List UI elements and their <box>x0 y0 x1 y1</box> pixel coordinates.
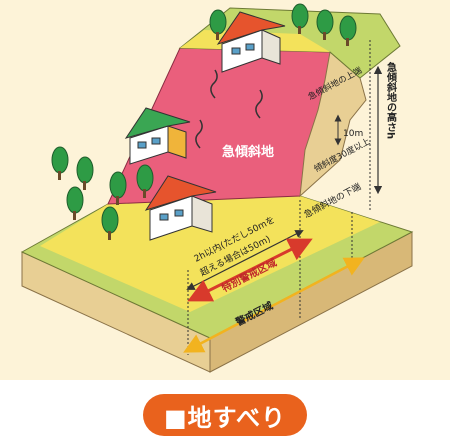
crack-line <box>210 69 218 99</box>
caption-badge: ■地すべり <box>143 394 307 436</box>
crack-line <box>195 119 203 149</box>
slope-diagram: 急傾斜地 急傾斜地の上端 急傾斜地の高さh 10m 傾斜度30度以上 急傾斜地の… <box>0 0 450 380</box>
house-middle <box>124 107 191 165</box>
height-value: 10m <box>343 129 363 139</box>
caption-text: ■地すべり <box>164 403 286 432</box>
house-lower <box>144 175 217 241</box>
house-upper <box>216 11 286 73</box>
height-label: 急傾斜地の高さh <box>385 61 398 139</box>
slope-label: 急傾斜地 <box>222 144 274 160</box>
tree-group <box>51 3 357 240</box>
crack-line <box>255 89 263 119</box>
warning-zone-arrow <box>183 257 365 353</box>
cliff-face <box>299 51 367 198</box>
